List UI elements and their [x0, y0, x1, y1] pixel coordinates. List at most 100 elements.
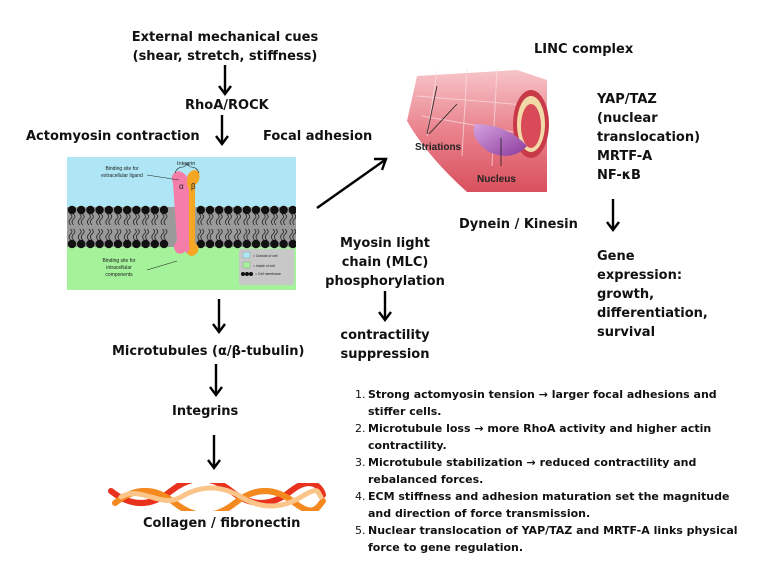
arrow-down-icon	[218, 65, 232, 96]
integrin-membrane-illustration: α β Integrin Binding site for extracellu…	[67, 157, 296, 290]
linc-complex-label: LINC complex	[534, 42, 634, 57]
integrin-beta-subunit	[187, 170, 200, 256]
phospholipid-tail	[108, 213, 113, 226]
phospholipid-tail	[117, 213, 122, 226]
gene-line: growth,	[597, 287, 655, 302]
external-cues-line-2: (shear, stretch, stiffness)	[132, 49, 318, 64]
actomyosin-label: Actomyosin contraction	[26, 129, 200, 144]
phospholipid-tail	[228, 213, 232, 226]
arrow-down-icon	[215, 115, 229, 146]
gene-line: expression:	[597, 268, 683, 283]
phospholipid-head	[95, 239, 104, 249]
note-item: 3.Microtubule stabilization → reduced co…	[355, 456, 697, 486]
integrins-label: Integrins	[172, 404, 239, 419]
gene-line: survival	[597, 325, 656, 340]
phospholipid-tail	[108, 228, 113, 241]
phospholipid-head	[77, 205, 86, 215]
arrow-down-icon	[209, 364, 223, 397]
phospholipid-tail	[218, 213, 223, 226]
note-item: 2.Microtubule loss → more RhoA activity …	[355, 422, 712, 452]
phospholipid-tail	[68, 228, 73, 241]
phospholipid-tail	[206, 213, 211, 226]
phospholipid-head	[261, 205, 270, 215]
gene-line: differentiation,	[597, 306, 708, 321]
note-item: 1.Strong actomyosin tension → larger foc…	[355, 388, 717, 418]
phospholipid-tail	[261, 228, 266, 241]
phospholipid-tail	[133, 213, 137, 226]
integrin-figure: α β Integrin Binding site for extracellu…	[67, 157, 296, 290]
phospholipid-tail	[114, 228, 119, 241]
phospholipid-tail	[151, 228, 156, 241]
phospholipid-head	[224, 239, 233, 249]
phospholipid-tail	[151, 213, 156, 226]
mlc-line: Myosin light	[339, 236, 430, 251]
mlc-phosphorylation-label: Myosin light chain (MLC) phosphorylation	[322, 234, 448, 291]
phospholipid-tail	[234, 213, 238, 226]
phospholipid-head	[270, 205, 279, 215]
nucleus-label: Nucleus	[477, 174, 516, 185]
gene-line: Gene	[597, 249, 635, 264]
phospholipid-tail	[96, 228, 100, 241]
phospholipid-tail	[234, 228, 238, 241]
phospholipid-tail	[90, 213, 94, 226]
phospholipid-tail	[154, 228, 159, 241]
phospholipid-head	[132, 205, 141, 215]
phospholipid-head	[159, 205, 169, 215]
phospholipid-tail	[252, 228, 257, 241]
phospholipid-tail	[80, 213, 85, 226]
phospholipid-tail	[117, 228, 122, 241]
extracellular-label-line-1: Binding site for	[105, 166, 138, 172]
phospholipid-tail	[271, 213, 275, 226]
phospholipid-tail	[246, 213, 251, 226]
phospholipid-head	[141, 239, 150, 249]
phospholipid-tail	[160, 228, 165, 241]
arrow-diagonal-icon	[316, 157, 388, 209]
phospholipid-head	[251, 239, 261, 249]
phospholipid-head	[215, 205, 224, 215]
phospholipid-tail	[87, 213, 91, 226]
collagen-strand-light	[118, 485, 324, 509]
phospholipid-tail	[243, 228, 248, 241]
phospholipid-tail	[200, 228, 205, 241]
phospholipid-tail	[123, 213, 128, 226]
contractility-suppression-label: contractility suppression	[330, 326, 440, 364]
phospholipid-head	[196, 239, 205, 249]
phospholipid-tail	[292, 213, 296, 226]
phospholipid-tail	[274, 228, 278, 241]
phospholipid-tail	[283, 213, 287, 226]
notes-list: 1.Strong actomyosin tension → larger foc…	[355, 386, 745, 556]
phospholipid-tail	[163, 213, 168, 226]
phospholipid-tail	[160, 213, 165, 226]
phospholipid-tail	[142, 213, 146, 226]
phospholipid-tail	[126, 228, 131, 241]
phospholipid-head	[95, 205, 104, 215]
suppression-line: contractility	[340, 328, 430, 343]
phospholipid-tail	[136, 228, 140, 241]
phospholipid-tail	[80, 228, 85, 241]
phospholipid-tail	[209, 213, 214, 226]
phospholipid-tail	[96, 213, 100, 226]
nuclear-factor-line: NF-κB	[597, 168, 641, 183]
phospholipid-tail	[105, 213, 110, 226]
phospholipid-tail	[261, 213, 266, 226]
phospholipid-tail	[218, 228, 223, 241]
phospholipid-head	[86, 239, 95, 249]
phospholipid-tail	[264, 213, 269, 226]
phospholipid-tail	[145, 213, 149, 226]
phospholipid-tail	[283, 228, 287, 241]
phospholipid-tail	[200, 213, 205, 226]
nuclear-factor-line: translocation)	[597, 130, 701, 145]
dynein-kinesin-label: Dynein / Kinesin	[459, 217, 578, 232]
phospholipid-tail	[154, 213, 159, 226]
phospholipid-head	[224, 205, 233, 215]
phospholipid-head	[279, 205, 288, 215]
phospholipid-tail	[280, 213, 284, 226]
mlc-line: chain (MLC)	[341, 255, 429, 270]
nuclear-factor-line: (nuclear	[597, 111, 658, 126]
phospholipid-tail	[228, 228, 232, 241]
muscle-fiber-illustration: Striations Nucleus	[407, 68, 549, 192]
striations-label: Striations	[415, 142, 462, 153]
phospholipid-tail	[243, 213, 248, 226]
phospholipid-head	[205, 205, 215, 215]
legend-inside: = Inside of cell	[253, 264, 275, 268]
